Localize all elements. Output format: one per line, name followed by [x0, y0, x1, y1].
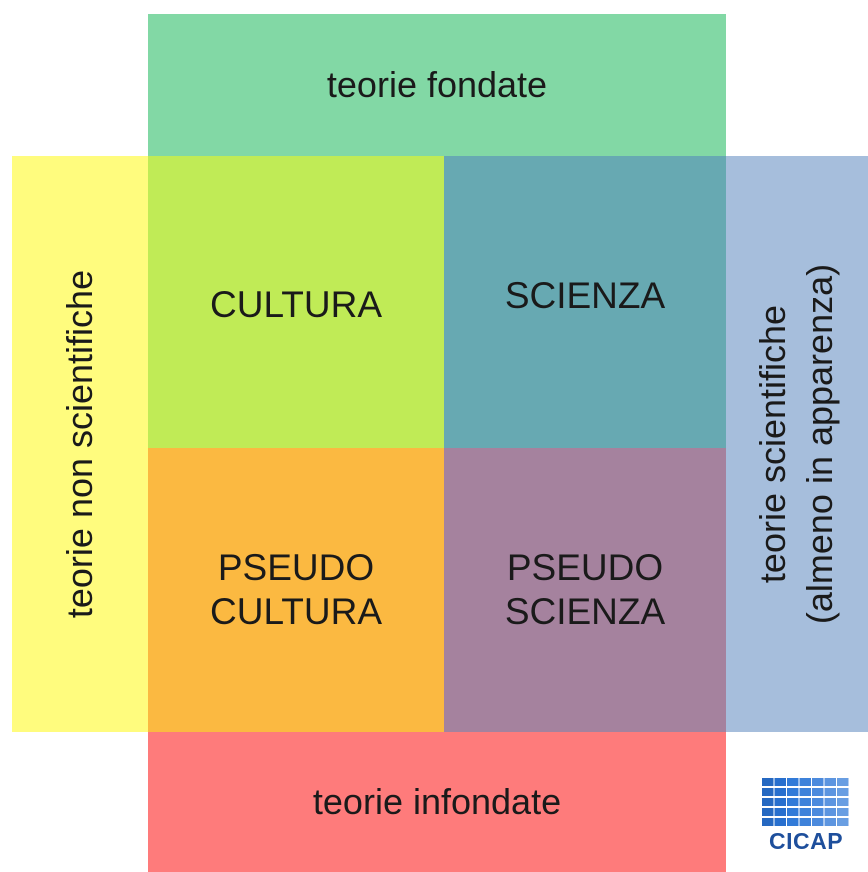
left-band-label: teorie non scientifiche: [59, 270, 101, 618]
cicap-logo-square: [762, 778, 774, 786]
cicap-logo-square: [837, 818, 849, 826]
cicap-logo-square: [812, 798, 824, 806]
quadrant-scienza-label: SCIENZA: [504, 274, 666, 316]
top-band-label: teorie fondate: [326, 64, 548, 105]
cicap-logo: CICAP: [758, 778, 854, 858]
bottom-band-label: teorie infondate: [312, 781, 562, 822]
cicap-logo-square: [812, 778, 824, 786]
cicap-logo-square: [774, 818, 786, 826]
right-band-teorie-scientifiche: teorie scientifiche (almeno in apparenza…: [726, 156, 868, 732]
cicap-logo-square: [824, 818, 836, 826]
cicap-logo-square: [787, 778, 799, 786]
cicap-logo-square: [787, 818, 799, 826]
cicap-logo-square: [837, 808, 849, 816]
cicap-logo-square: [824, 788, 836, 796]
cicap-logo-square: [837, 788, 849, 796]
quadrant-pseudo-cultura-line1: PSEUDO: [217, 546, 375, 588]
cicap-logo-square: [812, 808, 824, 816]
right-band-label-line2: (almeno in apparenza): [799, 263, 840, 625]
cicap-logo-square: [787, 788, 799, 796]
quadrant-pseudo-scienza-line1: PSEUDO: [506, 546, 664, 588]
cicap-logo-square: [812, 818, 824, 826]
quadrant-pseudo-scienza-line2: SCIENZA: [504, 591, 666, 632]
quadrant-pseudo-cultura-label: PSEUDO CULTURA: [210, 546, 382, 635]
right-band-label-line1: teorie scientifiche: [752, 304, 794, 584]
cicap-logo-square: [787, 808, 799, 816]
cicap-logo-square: [799, 788, 811, 796]
quadrant-pseudo-cultura: PSEUDO CULTURA: [148, 448, 444, 732]
cicap-logo-text: CICAP: [768, 828, 844, 854]
top-band-teorie-fondate: teorie fondate: [148, 14, 726, 156]
quadrant-pseudo-scienza: PSEUDO SCIENZA: [444, 448, 726, 732]
cicap-logo-square: [774, 798, 786, 806]
cicap-logo-square: [762, 798, 774, 806]
quadrant-cultura: CULTURA: [148, 156, 444, 448]
cicap-logo-square: [837, 778, 849, 786]
quadrant-cultura-label: CULTURA: [210, 283, 382, 325]
right-band-label: teorie scientifiche (almeno in apparenza…: [750, 264, 844, 624]
cicap-logo-square: [824, 798, 836, 806]
cicap-logo-square: [799, 778, 811, 786]
bottom-band-teorie-infondate: teorie infondate: [148, 732, 726, 872]
cicap-logo-square: [774, 788, 786, 796]
quadrant-pseudo-scienza-label: PSEUDO SCIENZA: [505, 546, 665, 635]
cicap-logo-square: [774, 778, 786, 786]
cicap-logo-square: [824, 808, 836, 816]
cicap-logo-square: [799, 818, 811, 826]
quadrant-pseudo-cultura-line2: CULTURA: [210, 591, 382, 632]
cicap-logo-square: [824, 778, 836, 786]
cicap-logo-square: [762, 808, 774, 816]
left-band-label-text: teorie non scientifiche: [59, 269, 100, 619]
cicap-logo-square: [837, 798, 849, 806]
quadrant-scienza: SCIENZA: [444, 156, 726, 448]
cicap-logo-square: [799, 808, 811, 816]
cicap-logo-square: [762, 788, 774, 796]
left-band-teorie-non-scientifiche: teorie non scientifiche: [12, 156, 148, 732]
cicap-logo-square: [762, 818, 774, 826]
cicap-logo-grid-icon: [762, 778, 849, 826]
cicap-logo-square: [787, 798, 799, 806]
cicap-logo-square: [812, 788, 824, 796]
cicap-logo-square: [774, 808, 786, 816]
cicap-logo-square: [799, 798, 811, 806]
